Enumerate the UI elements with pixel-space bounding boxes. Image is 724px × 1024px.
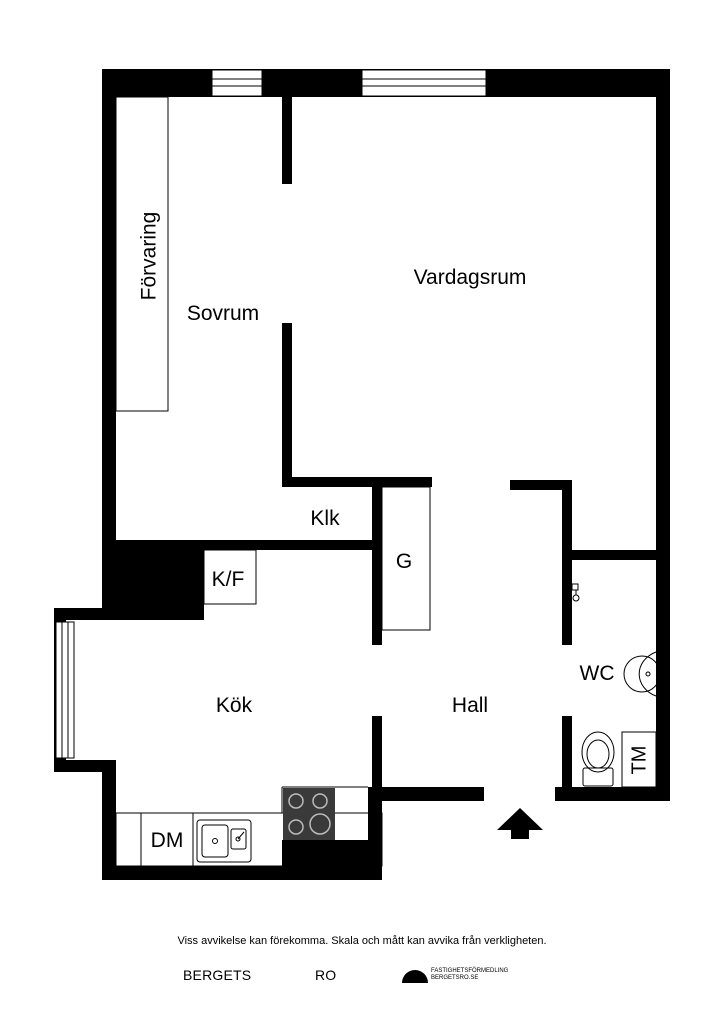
- label-forvaring: Förvaring: [138, 212, 161, 301]
- label-vardagsrum: Vardagsrum: [414, 266, 527, 289]
- washbasin-icon: [623, 651, 661, 697]
- label-tm: TM: [628, 746, 650, 775]
- agency-name: FASTIGHETSFÖRMEDLING: [431, 968, 509, 974]
- stove-icon: [283, 788, 335, 840]
- label-kok: Kök: [216, 694, 253, 717]
- floor-plan: Förvaring Sovrum Vardagsrum Klk G K/F WC…: [54, 69, 670, 880]
- sink-icon: [196, 819, 252, 863]
- dome-logo-icon: [402, 970, 428, 983]
- toilet-icon: [581, 731, 615, 787]
- entrance-arrow-icon: [497, 808, 543, 839]
- brand-name-left: BERGETS: [183, 967, 252, 983]
- label-sovrum: Sovrum: [187, 302, 259, 325]
- brand-name-right: RO: [315, 967, 337, 983]
- interior-walls: [116, 96, 670, 801]
- label-klk: Klk: [310, 507, 340, 530]
- shower-icon: [571, 583, 580, 602]
- label-kf: K/F: [212, 568, 245, 591]
- room-labels: Förvaring Sovrum Vardagsrum Klk G K/F WC…: [138, 212, 651, 852]
- label-dm: DM: [151, 829, 184, 852]
- disclaimer-text: Viss avvikelse kan förekomma. Skala och …: [177, 935, 547, 947]
- agency-website: BERGETSRO.SE: [431, 975, 479, 981]
- label-g: G: [396, 550, 412, 573]
- label-wc: WC: [580, 662, 615, 685]
- windows: [55, 69, 487, 759]
- agency-logo: FASTIGHETSFÖRMEDLING BERGETSRO.SE: [402, 968, 508, 984]
- exterior-walls: [54, 69, 670, 880]
- label-hall: Hall: [452, 694, 488, 717]
- fixtures: [115, 96, 657, 867]
